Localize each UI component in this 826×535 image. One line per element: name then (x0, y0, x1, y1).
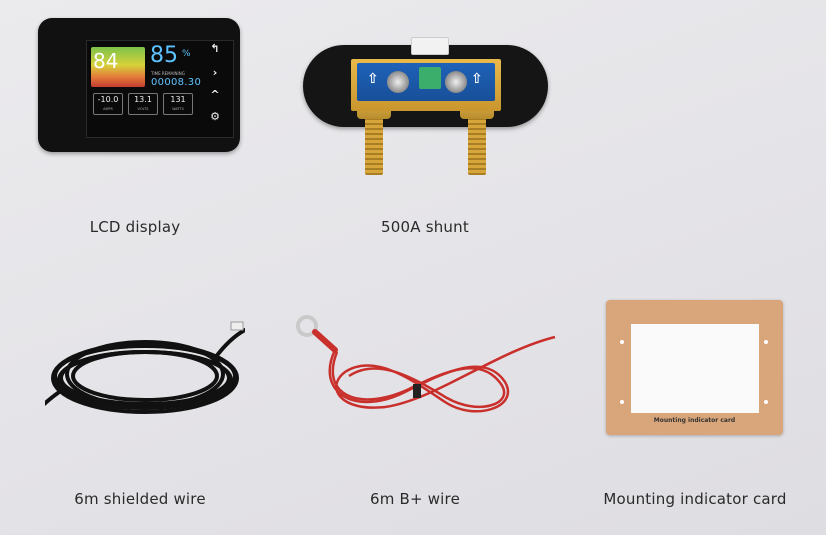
battery-level-graphic (91, 47, 145, 87)
amps-unit: AMPS (103, 107, 113, 111)
volts-reading: 13.1 VOLTS (128, 93, 158, 115)
watts-value: 131 (170, 95, 186, 104)
lcd-display-device: 84 85 % TIME REMAINING 00008.30 -10.0 AM… (38, 18, 240, 152)
right-terminal (445, 71, 467, 93)
bplus-wire (296, 315, 556, 413)
arrow-up-icon: ⇧ (367, 71, 379, 87)
connector-plug (230, 321, 244, 331)
shunt-device: ⇧ ⇧ (303, 37, 548, 175)
percentage-value: 85 (150, 43, 178, 68)
left-bolt (365, 105, 383, 175)
caption-bplus-wire: 6m B+ wire (369, 490, 461, 508)
terminal-block (419, 67, 441, 89)
chevron-up-icon: ^ (210, 88, 220, 101)
chevron-right-icon: › (212, 66, 218, 79)
caption-lcd-display: LCD display (89, 218, 181, 236)
connector (411, 37, 449, 55)
watts-unit: WATTS (172, 107, 184, 111)
card-hole (620, 400, 624, 404)
mounting-indicator-card: Mounting indicator card (606, 300, 783, 435)
volts-unit: VOLTS (137, 107, 149, 111)
percentage-unit: % (182, 49, 191, 59)
watts-reading: 131 WATTS (163, 93, 193, 115)
shielded-wire-coil (45, 321, 245, 414)
time-remaining-label: TIME REMAINING (151, 71, 185, 76)
back-icon: ↰ (210, 42, 220, 55)
ring-terminal (296, 315, 318, 337)
card-label: Mounting indicator card (653, 417, 736, 424)
card-hole (764, 400, 768, 404)
left-terminal (387, 71, 409, 93)
amps-value: -10.0 (97, 95, 119, 104)
amps-reading: -10.0 AMPS (93, 93, 123, 115)
time-remaining-counter: 00008.30 (151, 77, 202, 88)
cable-tie (413, 384, 421, 398)
right-bolt (468, 105, 486, 175)
card-hole (764, 340, 768, 344)
volts-value: 13.1 (134, 95, 152, 104)
soc-value: 84 (93, 49, 119, 73)
lcd-screen: 84 85 % TIME REMAINING 00008.30 -10.0 AM… (86, 40, 234, 138)
arrow-up-icon: ⇧ (471, 71, 483, 87)
caption-shunt: 500A shunt (381, 218, 469, 236)
caption-mounting-card: Mounting indicator card (603, 490, 787, 508)
gear-icon: ⚙ (210, 110, 220, 123)
caption-shielded-wire: 6m shielded wire (74, 490, 206, 508)
card-window (631, 324, 759, 413)
card-hole (620, 340, 624, 344)
